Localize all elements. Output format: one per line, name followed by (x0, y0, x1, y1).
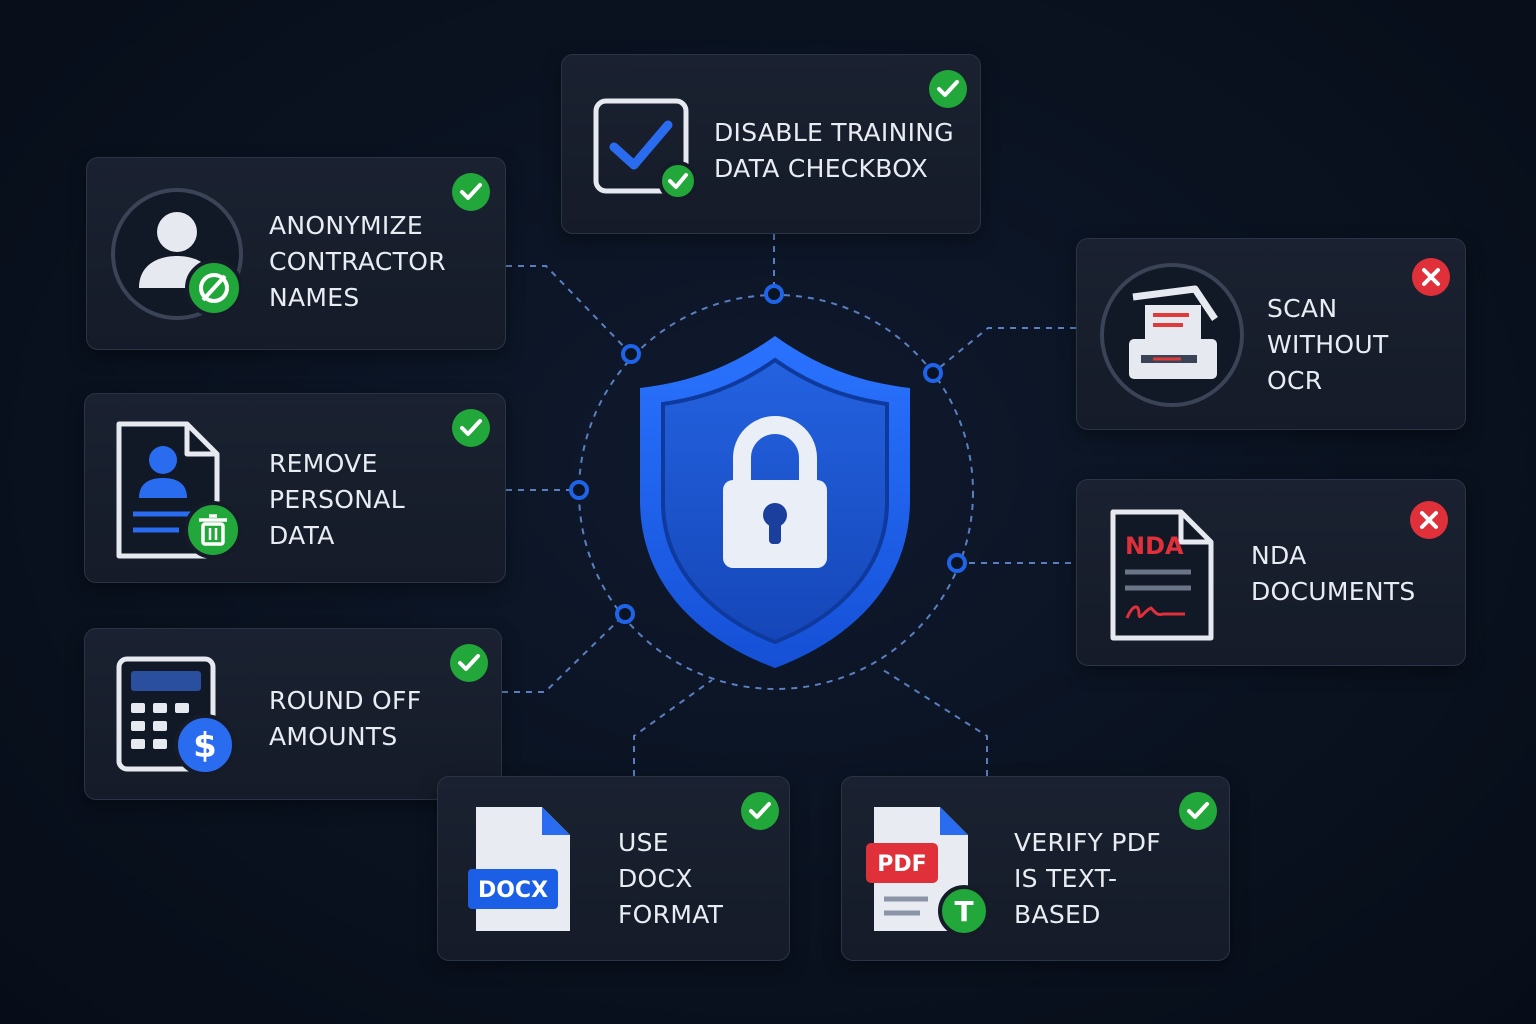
check-icon (929, 70, 967, 108)
connector-anonymize (506, 265, 632, 355)
card-label: DISABLE TRAINING DATA CHECKBOX (714, 118, 954, 183)
document-delete-icon (116, 421, 242, 559)
node-left (569, 480, 589, 500)
check-icon (450, 644, 488, 682)
docx-icon-text: DOCX (478, 878, 548, 903)
connector-pdf-text (879, 667, 988, 776)
card-label: VERIFY PDF IS TEXT- BASED (1014, 828, 1161, 929)
cross-icon (1410, 501, 1448, 539)
card-label: ANONYMIZE CONTRACTOR NAMES (269, 211, 446, 312)
dollar-icon-text: $ (193, 726, 217, 766)
card-label: NDA DOCUMENTS (1251, 541, 1416, 606)
check-icon (452, 409, 490, 447)
check-icon (452, 173, 490, 211)
check-icon (1179, 792, 1217, 830)
card-label: ROUND OFF AMOUNTS (269, 686, 422, 751)
card-scan-ocr[interactable]: SCAN WITHOUT OCR (1076, 238, 1466, 430)
docx-file-icon: DOCX (468, 807, 570, 931)
node-upper-right (923, 363, 943, 383)
connector-scan-ocr (932, 327, 1076, 374)
connector-docx (633, 679, 713, 776)
pdf-icon-text: PDF (877, 852, 926, 877)
calculator-dollar-icon: $ (116, 656, 236, 776)
node-right (947, 553, 967, 573)
node-upper-left (621, 344, 641, 364)
card-label: SCAN WITHOUT OCR (1267, 294, 1389, 395)
nda-icon-text: NDA (1125, 532, 1184, 560)
shield-lock-icon (640, 336, 910, 668)
card-remove-personal[interactable]: REMOVE PERSONAL DATA (84, 393, 506, 583)
scanner-icon (1100, 263, 1244, 407)
nda-document-icon: NDA (1110, 509, 1214, 641)
node-top (764, 284, 784, 304)
user-anonymize-icon (111, 188, 243, 320)
node-lower-left (615, 604, 635, 624)
card-nda[interactable]: NDA NDA DOCUMENTS (1076, 479, 1466, 666)
checkbox-icon (593, 98, 698, 201)
card-label: USE DOCX FORMAT (618, 828, 724, 929)
connector-round-off (502, 613, 626, 693)
check-icon (741, 792, 779, 830)
text-icon-letter: T (954, 895, 973, 928)
card-pdf-text[interactable]: PDF T VERIFY PDF IS TEXT- BASED (841, 776, 1230, 961)
card-round-off[interactable]: $ ROUND OFF AMOUNTS (84, 628, 502, 800)
cross-icon (1412, 258, 1450, 296)
card-docx[interactable]: DOCX USE DOCX FORMAT (437, 776, 790, 961)
card-disable-training[interactable]: DISABLE TRAINING DATA CHECKBOX (561, 54, 981, 234)
card-anonymize[interactable]: ANONYMIZE CONTRACTOR NAMES (86, 157, 506, 350)
pdf-text-file-icon: PDF T (866, 807, 990, 937)
card-label: REMOVE PERSONAL DATA (269, 449, 405, 550)
